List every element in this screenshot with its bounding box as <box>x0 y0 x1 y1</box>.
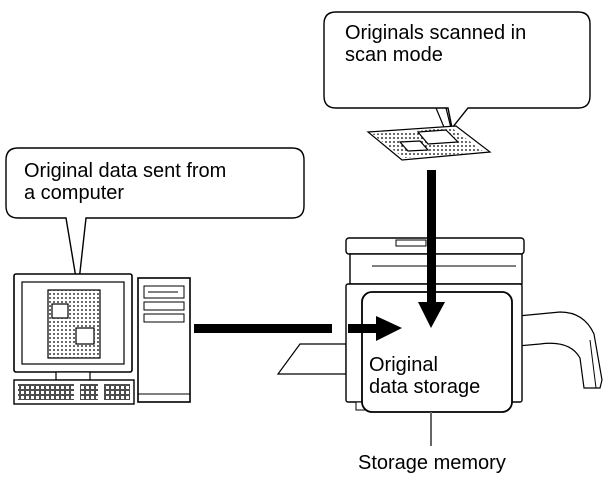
storage-memory-label: Storage memory <box>358 452 506 474</box>
storage-label-line1: Original <box>369 354 438 376</box>
computer-connection-line <box>194 324 332 333</box>
scanned-callout-line2: scan mode <box>345 44 443 66</box>
computer-tower <box>137 277 191 403</box>
computer-data-callout <box>5 147 305 291</box>
computer-callout-line1: Original data sent from <box>24 160 227 182</box>
computer-to-storage-arrow <box>348 316 402 341</box>
scanned-original-document <box>366 125 492 161</box>
computer-monitor <box>13 273 133 381</box>
duplicator-machine <box>276 237 603 413</box>
scan-to-storage-arrow <box>418 170 445 328</box>
original-data-storage-panel <box>361 291 513 413</box>
storage-label-line2: data storage <box>369 376 481 398</box>
computer-keyboard <box>13 379 135 405</box>
computer-callout-line2: a computer <box>24 182 125 204</box>
scanned-callout-line1: Originals scanned in <box>345 22 527 44</box>
